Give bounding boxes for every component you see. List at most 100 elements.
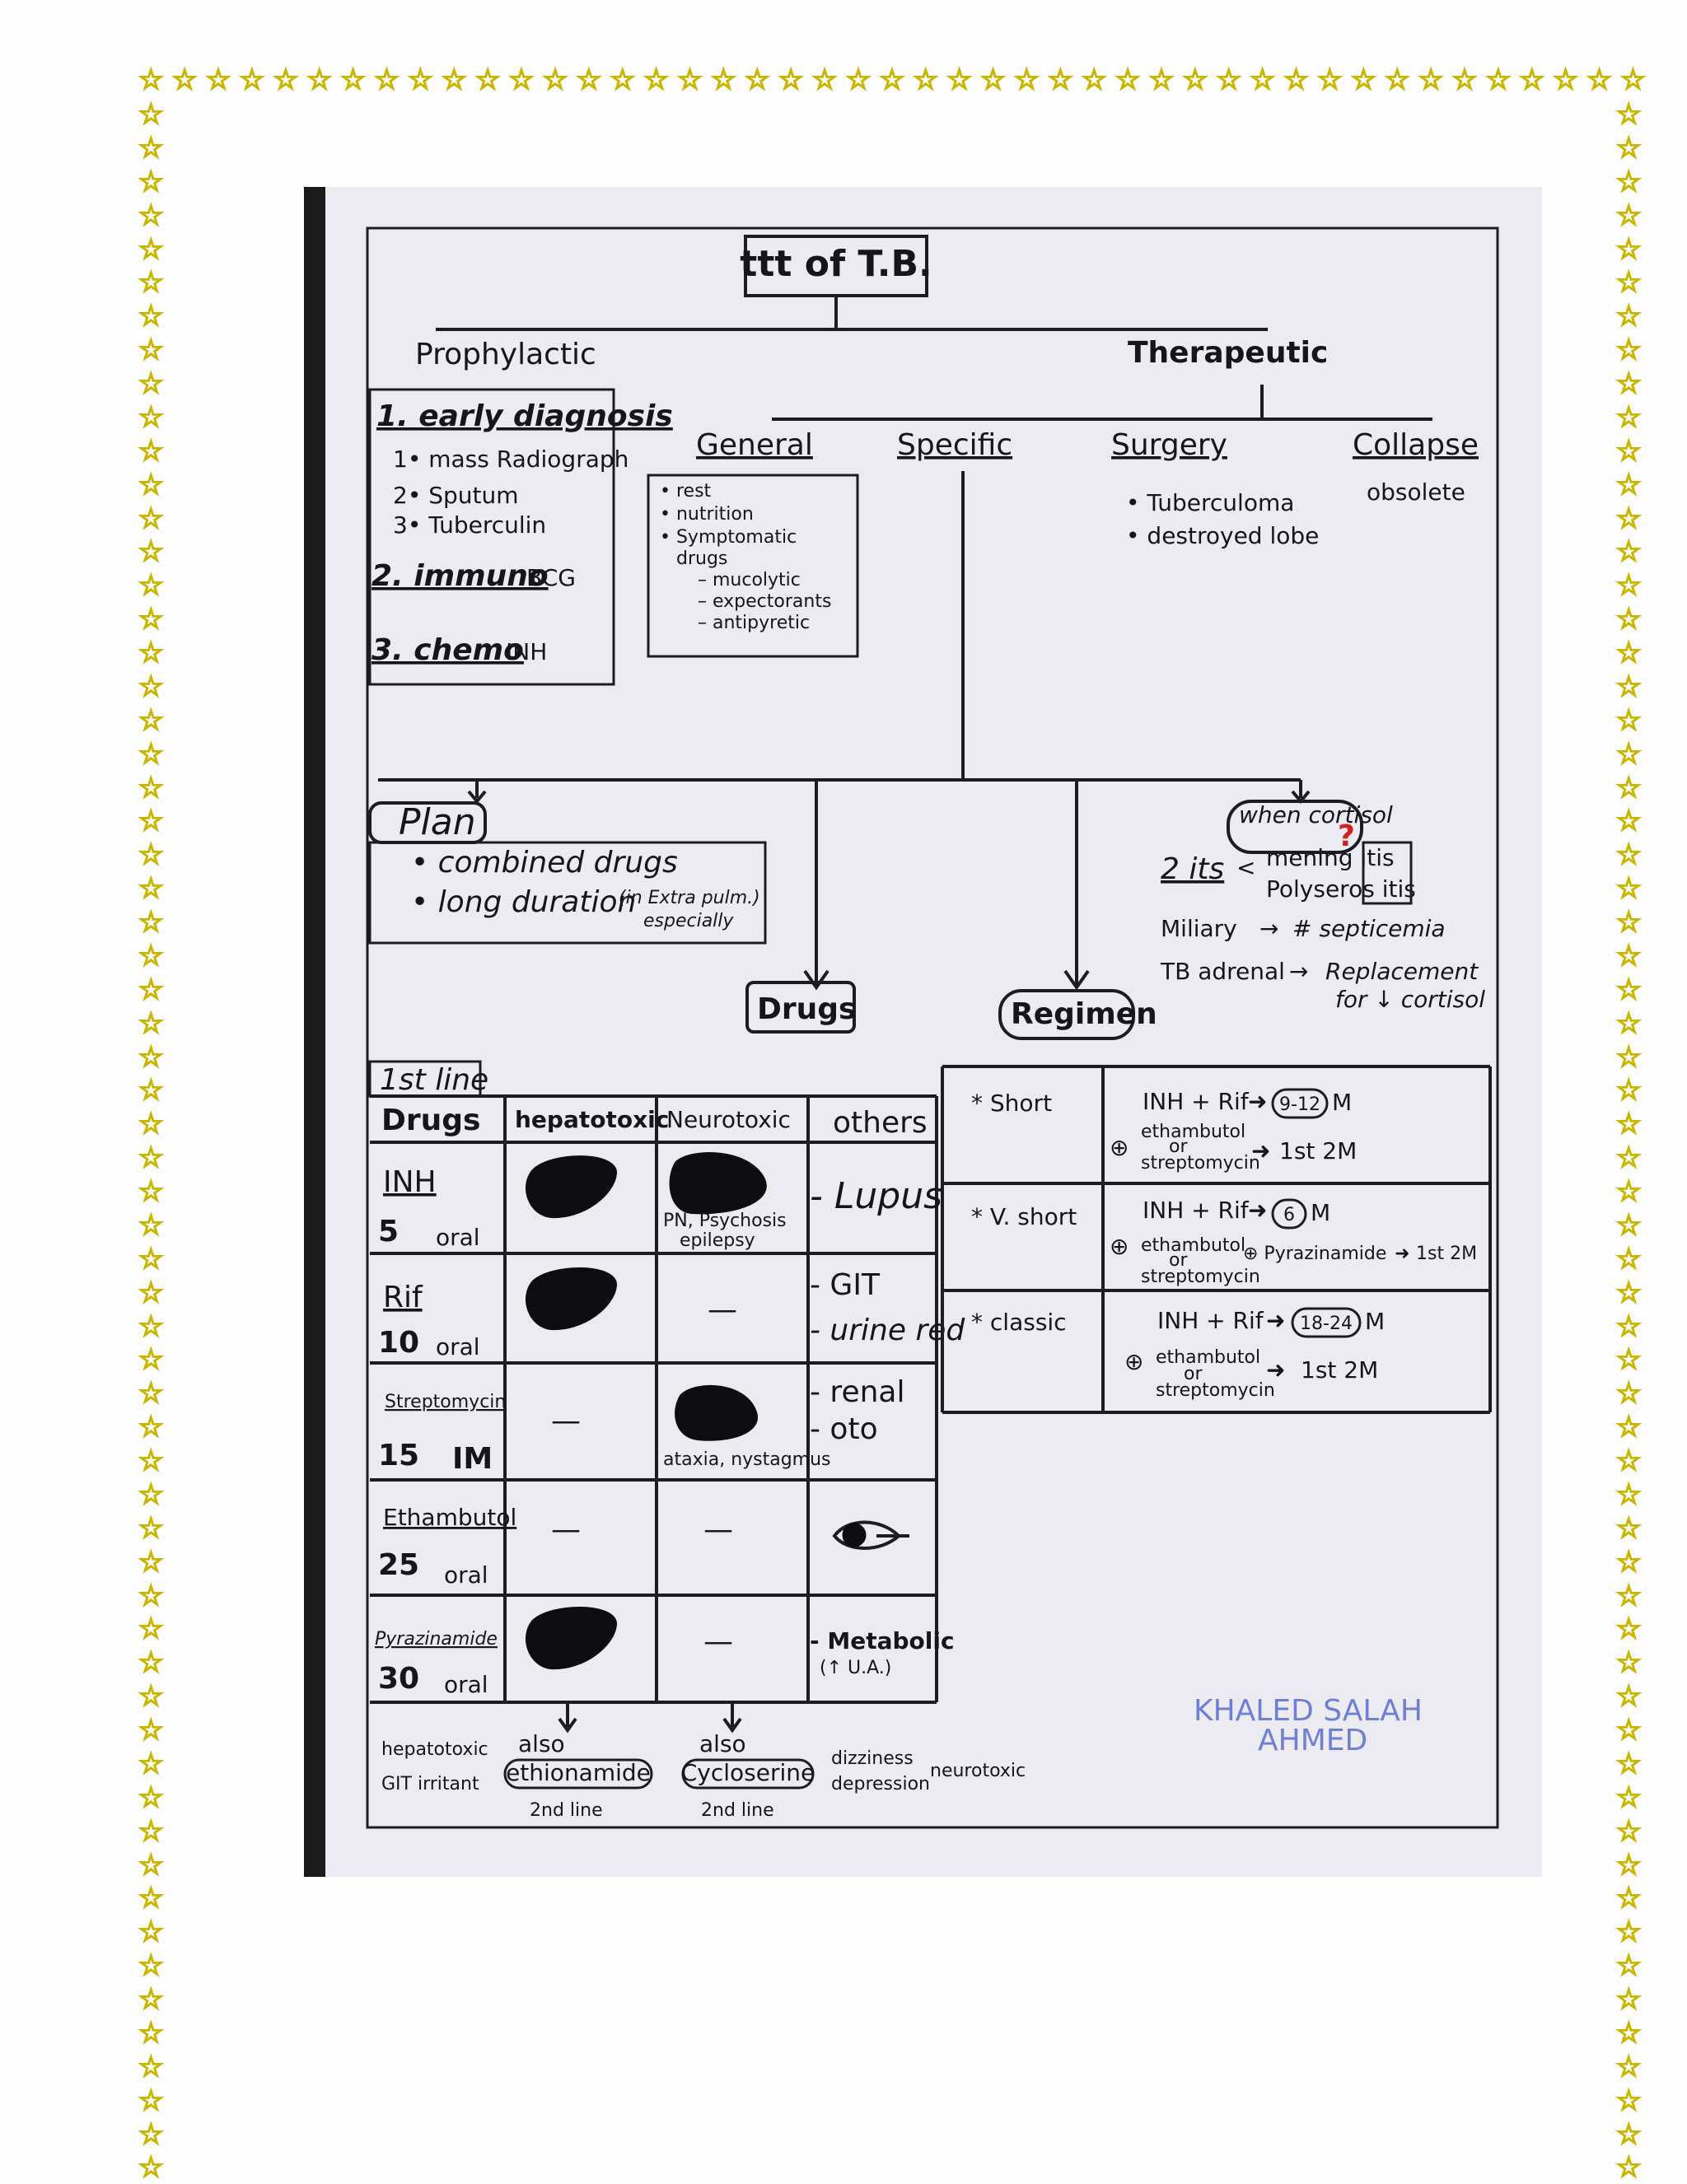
star-icon: ☆ (1615, 1848, 1642, 1882)
star-icon: ☆ (138, 1780, 164, 1814)
adrenal-label: TB adrenal (1160, 958, 1285, 985)
drug-dose-rif: 10 (378, 1326, 419, 1360)
regimen-line2b-classic: or (1184, 1364, 1203, 1384)
general-item-6: – expectorants (698, 591, 831, 612)
star-icon: ☆ (542, 63, 569, 96)
footer-arrow-1-head (558, 1717, 577, 1734)
star-icon: ☆ (138, 1242, 164, 1276)
surgery-item-2: • destroyed lobe (1126, 522, 1319, 549)
star-icon: ☆ (138, 98, 164, 131)
star-icon: ☆ (676, 63, 703, 96)
drug-route-streptomycin: IM (452, 1442, 493, 1476)
chemo-label: 3. chemo (372, 633, 524, 667)
star-icon: ☆ (138, 1276, 164, 1309)
star-icon: ☆ (1615, 300, 1642, 334)
plan-arrowhead (467, 790, 487, 805)
star-icon: ☆ (979, 63, 1007, 96)
star-icon: ☆ (1615, 2050, 1642, 2084)
cycloserine-box (681, 1758, 815, 1790)
regimen-line2-dur-short: 1st 2M (1279, 1137, 1357, 1164)
star-icon: ☆ (1615, 805, 1642, 838)
adrenal-arrow: → (1289, 958, 1308, 985)
star-icon: ☆ (138, 1141, 164, 1175)
regimen-duration-short: 9-12 (1279, 1094, 1320, 1115)
footer-second-line-1: 2nd line (530, 1800, 603, 1821)
star-icon: ☆ (1615, 1949, 1642, 1983)
regimen-line2a-classic: ethambutol (1156, 1347, 1260, 1368)
star-icon: ☆ (1615, 1309, 1642, 1343)
regimen-line1-short: INH + Rif (1143, 1088, 1250, 1115)
star-icon: ☆ (1518, 63, 1545, 96)
author-stamp-2: AHMED (1258, 1724, 1367, 1757)
star-icon: ☆ (138, 2016, 164, 2050)
star-icon: ☆ (138, 1377, 164, 1411)
early-diagnosis-item-2: 2• Sputum (393, 482, 519, 509)
star-icon: ☆ (1615, 334, 1642, 367)
regimen-line2-dur-classic: 1st 2M (1301, 1356, 1378, 1384)
regimen-line2b-short: or (1169, 1136, 1188, 1157)
star-icon: ☆ (1615, 232, 1642, 266)
regimen-line2b-vshort: or (1169, 1250, 1188, 1271)
neuro-dash-rif: — (708, 1293, 737, 1327)
star-icon: ☆ (1615, 737, 1642, 771)
star-icon: ☆ (138, 468, 164, 502)
liver-icon-inh (525, 1155, 618, 1219)
star-icon: ☆ (811, 63, 839, 96)
surgery-item-1: • Tuberculoma (1126, 489, 1294, 516)
drug-dose-ethambutol: 25 (378, 1548, 419, 1582)
drug-dose-streptomycin: 15 (378, 1439, 419, 1472)
immuno-note: BCG (526, 564, 576, 591)
general-item-3: • Symptomatic (660, 527, 797, 548)
regimen-arrow2-vshort: ➜ (1395, 1244, 1409, 1264)
star-icon: ☆ (1615, 1579, 1642, 1612)
diagram-frame (366, 226, 1499, 1829)
drug-table-header-drugs: Drugs (381, 1104, 480, 1137)
regimen-arrow-vshort: ➜ (1248, 1197, 1267, 1224)
star-icon: ☆ (912, 63, 939, 96)
star-icon: ☆ (138, 1680, 164, 1714)
star-icon: ☆ (138, 266, 164, 300)
star-icon: ☆ (1615, 1511, 1642, 1545)
drug-table-header-hepatotoxic: hepatotoxic (515, 1106, 669, 1133)
neuro-dash-ethambutol: — (703, 1513, 733, 1547)
star-icon: ☆ (1615, 637, 1642, 670)
drugs-heading: Drugs (757, 992, 856, 1026)
star-icon: ☆ (1615, 1411, 1642, 1444)
ethionamide-box (503, 1758, 653, 1790)
general-item-2: • nutrition (660, 504, 754, 525)
star-icon: ☆ (508, 63, 535, 96)
footer-also-2: also (699, 1730, 746, 1757)
plan-item-2: • long duration (411, 885, 636, 919)
star-icon: ☆ (138, 535, 164, 569)
regimen-unit-vshort: M (1311, 1199, 1330, 1226)
regimen-arrow-classic: ➜ (1266, 1307, 1285, 1334)
regimen-heading-box (998, 989, 1135, 1040)
star-icon: ☆ (1485, 63, 1512, 96)
star-icon: ☆ (339, 63, 367, 96)
star-icon: ☆ (1615, 1276, 1642, 1309)
star-icon: ☆ (576, 63, 603, 96)
star-icon: ☆ (744, 63, 771, 96)
star-icon: ☆ (1615, 1141, 1642, 1175)
star-icon: ☆ (1615, 165, 1642, 198)
star-icon: ☆ (1215, 63, 1242, 96)
star-icon: ☆ (1451, 63, 1479, 96)
star-icon: ☆ (1615, 131, 1642, 165)
star-icon: ☆ (1283, 63, 1310, 96)
star-icon: ☆ (1384, 63, 1411, 96)
regimen-duration-circle-vshort (1271, 1198, 1307, 1230)
regimen-arrowhead (1063, 969, 1090, 991)
adrenal-result-2: for ↓ cortisol (1335, 986, 1485, 1013)
drug-name-rif: Rif (383, 1281, 423, 1314)
collapse-note: obsolete (1367, 478, 1465, 506)
star-icon: ☆ (1615, 939, 1642, 973)
regimen-line2-dur-vshort: 1st 2M (1416, 1244, 1477, 1264)
star-icon: ☆ (138, 838, 164, 872)
star-icon: ☆ (845, 63, 872, 96)
star-icon: ☆ (138, 300, 164, 334)
star-icon: ☆ (474, 63, 502, 96)
general-box (647, 474, 859, 658)
chemo-note: INH (506, 638, 547, 665)
star-icon: ☆ (1615, 434, 1642, 468)
regimen-plus-vshort: ⊕ (1110, 1233, 1129, 1260)
